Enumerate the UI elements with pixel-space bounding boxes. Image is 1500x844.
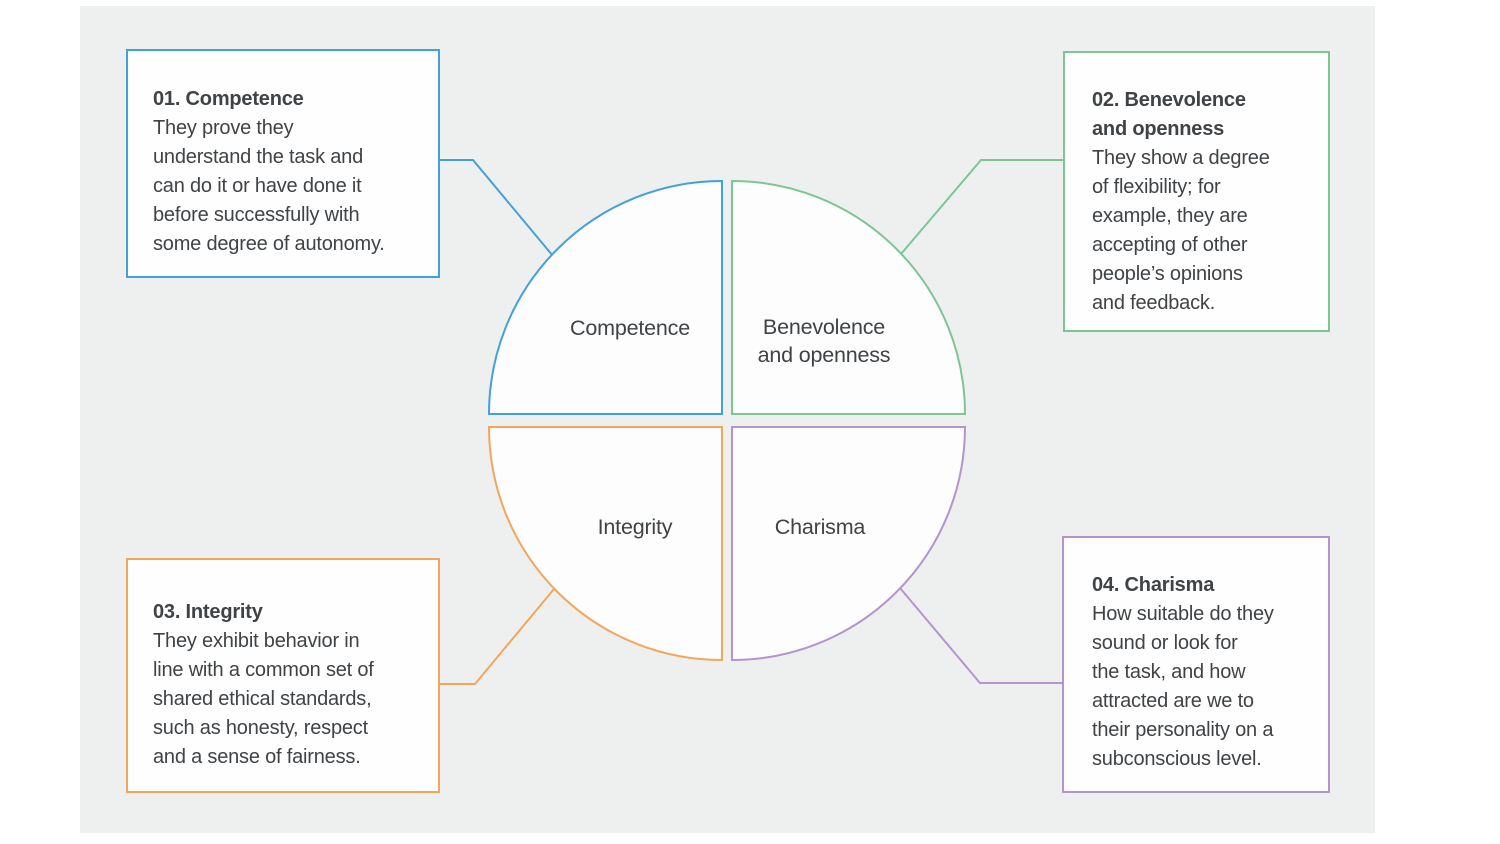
benevolence-callout-box: 02. Benevolence and openness They show a… xyxy=(1063,51,1330,332)
charisma-connector-line xyxy=(899,587,1062,684)
competence-callout-box: 01. Competence They prove they understan… xyxy=(126,49,440,278)
charisma-quadrant-slice xyxy=(731,426,967,662)
competence-quadrant-slice xyxy=(487,179,723,415)
integrity-callout-box: 03. Integrity They exhibit behavior in l… xyxy=(126,558,440,793)
integrity-callout-title: 03. Integrity xyxy=(153,601,263,623)
charisma-quadrant-label: Charisma xyxy=(774,515,866,539)
integrity-quadrant-label: Integrity xyxy=(597,515,673,539)
benevolence-callout-body: They show a degree of flexibility; for e… xyxy=(1092,147,1270,314)
integrity-connector-line xyxy=(440,588,555,685)
charisma-callout-body: How suitable do they sound or look for t… xyxy=(1092,603,1274,770)
charisma-callout-title: 04. Charisma xyxy=(1092,574,1215,596)
competence-callout-body: They prove they understand the task and … xyxy=(153,117,385,255)
benevolence-callout-title: 02. Benevolence and openness xyxy=(1092,89,1246,140)
benevolence-quadrant-slice xyxy=(731,179,967,415)
integrity-quadrant-slice xyxy=(487,426,723,662)
competence-quadrant-label: Competence xyxy=(570,316,690,340)
integrity-callout-body: They exhibit behavior in line with a com… xyxy=(153,630,374,768)
competence-callout-title: 01. Competence xyxy=(153,88,304,110)
competence-connector-line xyxy=(440,159,554,257)
charisma-callout-box: 04. Charisma How suitable do they sound … xyxy=(1062,536,1330,793)
benevolence-quadrant-label: Benevolence and openness xyxy=(757,315,891,367)
benevolence-connector-line xyxy=(900,159,1063,255)
